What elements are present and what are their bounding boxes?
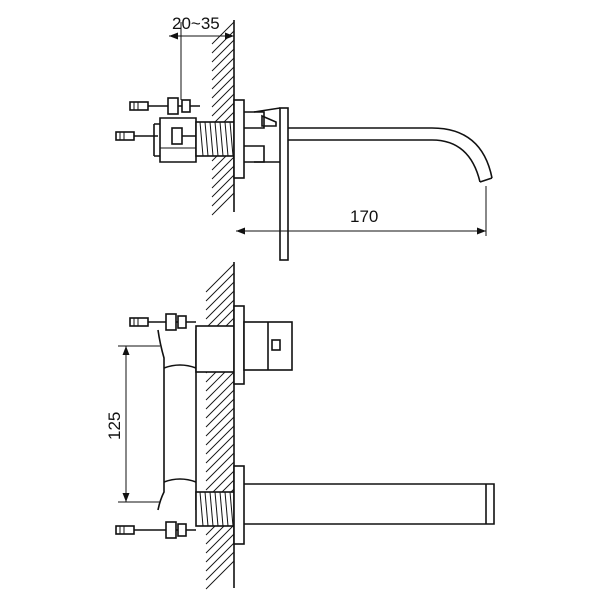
- thread-line: [219, 121, 224, 157]
- hatch-line: [205, 398, 235, 428]
- hatch-line: [205, 371, 235, 401]
- hatch-line: [211, 165, 235, 189]
- spout-projection-label: 170: [350, 207, 378, 226]
- hatch-line: [205, 380, 235, 410]
- hatch-line: [205, 542, 235, 572]
- thread-line: [229, 121, 234, 157]
- thread-line: [204, 121, 209, 157]
- handle-spout-spacing-label: 125: [105, 412, 124, 440]
- hatch-line: [211, 66, 235, 90]
- hatch-line: [205, 452, 235, 482]
- hatch-line: [205, 299, 235, 329]
- hatch-line: [205, 551, 235, 581]
- thread-line: [209, 491, 214, 527]
- mounting-screw-front-lower: [115, 521, 196, 539]
- hatch-line: [205, 407, 235, 437]
- hatch-line: [211, 93, 235, 117]
- hatch-line: [211, 156, 235, 180]
- thread-line: [229, 491, 234, 527]
- thread-line: [214, 491, 219, 527]
- thread-line: [219, 491, 224, 527]
- rough-in-valve-front: [115, 305, 293, 545]
- thread-line: [199, 121, 204, 157]
- side-view: 20~35: [115, 14, 493, 261]
- spout-side: [288, 127, 493, 183]
- thread-line: [204, 491, 209, 527]
- hatch-line: [211, 75, 235, 99]
- handle-spout-spacing-dimension: 125: [105, 345, 160, 503]
- mounting-screw-lower: [115, 127, 200, 145]
- hatch-line: [205, 263, 235, 293]
- thread-line: [214, 121, 219, 157]
- hatch-line: [205, 443, 235, 473]
- hatch-line: [211, 174, 235, 198]
- hatch-line: [205, 416, 235, 446]
- thread-line: [224, 491, 229, 527]
- thread-line: [224, 121, 229, 157]
- hatch-line: [211, 39, 235, 63]
- front-view: 125: [105, 262, 495, 590]
- wall-depth-label: 20~35: [172, 14, 220, 33]
- wall-section-bottom: [205, 262, 235, 590]
- wall-section-top: [211, 20, 235, 216]
- hatch-line: [205, 560, 235, 590]
- mounting-screw-upper: [129, 97, 200, 115]
- hatch-line: [211, 183, 235, 207]
- spout-front: [244, 483, 495, 525]
- hatch-line: [211, 30, 235, 54]
- hatch-line: [205, 425, 235, 455]
- hatch-line: [205, 389, 235, 419]
- hatch-line: [205, 524, 235, 554]
- hatch-line: [205, 434, 235, 464]
- hatch-line: [211, 57, 235, 81]
- hatch-line: [211, 48, 235, 72]
- hatch-line: [205, 461, 235, 491]
- hatch-line: [211, 84, 235, 108]
- spout-projection-dimension: 170: [236, 186, 487, 236]
- thread-line: [209, 121, 214, 157]
- hatch-line: [205, 533, 235, 563]
- hatch-line: [205, 281, 235, 311]
- hatch-line: [211, 192, 235, 216]
- thread-line: [199, 491, 204, 527]
- rough-in-valve-top: [115, 97, 289, 261]
- wall-depth-dimension: 20~35: [169, 14, 234, 100]
- mounting-screw-front-upper: [129, 313, 196, 331]
- hatch-line: [205, 272, 235, 302]
- hatch-line: [205, 290, 235, 320]
